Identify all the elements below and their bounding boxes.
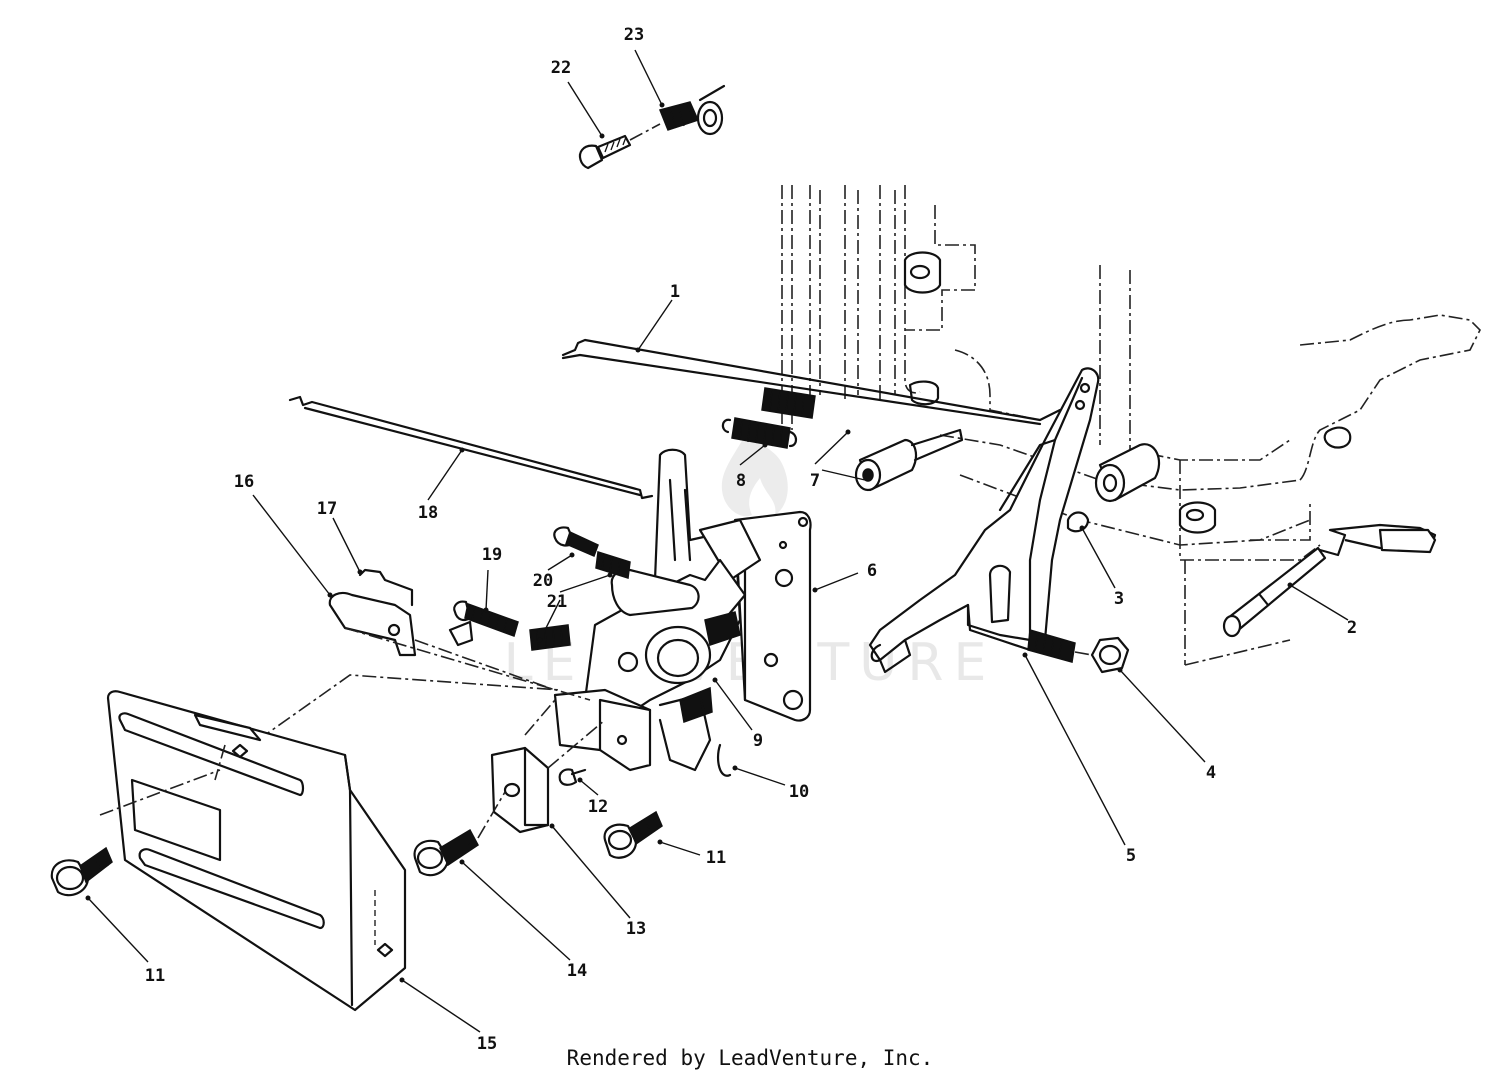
callout-10: 10 xyxy=(789,782,809,802)
callout-16: 16 xyxy=(234,472,254,492)
callout-17: 17 xyxy=(317,499,337,519)
callout-15: 15 xyxy=(477,1034,497,1054)
callout-7: 7 xyxy=(810,471,820,491)
part-4-nut xyxy=(1074,636,1130,674)
callout-1: 1 xyxy=(670,282,680,302)
callout-2: 2 xyxy=(1347,618,1357,638)
control-assembly xyxy=(257,448,762,777)
leader-lines xyxy=(85,49,1349,1033)
callout-11-left: 11 xyxy=(145,966,165,986)
callout-9: 9 xyxy=(753,731,763,751)
part-11-bolt-left xyxy=(50,846,113,897)
part-11-bolt-right xyxy=(603,810,663,859)
callout-5: 5 xyxy=(1126,846,1136,866)
callout-18: 18 xyxy=(418,503,438,523)
callout-3: 3 xyxy=(1114,589,1124,609)
callout-8: 8 xyxy=(736,471,746,491)
callout-14: 14 xyxy=(567,961,587,981)
callout-22: 22 xyxy=(551,58,571,78)
part-15-cover-plate xyxy=(99,690,407,1012)
part-7-bushing xyxy=(854,428,964,492)
callout-20: 20 xyxy=(533,571,553,591)
part-13-clamp xyxy=(490,719,606,834)
callout-19: 19 xyxy=(482,545,502,565)
part-3-washer xyxy=(1066,443,1161,533)
callout-23: 23 xyxy=(624,25,644,45)
part-8-spring xyxy=(721,417,798,449)
part-18-throttle-rod xyxy=(288,395,654,500)
callout-12: 12 xyxy=(588,797,608,817)
part-23-spring xyxy=(658,84,726,136)
footer-credit: Rendered by LeadVenture, Inc. xyxy=(566,1046,934,1070)
engine-block-phantom xyxy=(781,185,1481,666)
part-22-screw xyxy=(578,123,661,170)
part-14-bolt xyxy=(413,791,506,877)
callout-21: 21 xyxy=(547,592,567,612)
callout-13: 13 xyxy=(626,919,646,939)
callouts: 1 2 3 4 5 6 7 8 9 10 11 11 12 13 14 15 1… xyxy=(145,25,1357,1054)
part-1-governor-rod xyxy=(561,338,1062,426)
callout-11-right: 11 xyxy=(706,848,726,868)
part-2-shaft xyxy=(1222,523,1437,638)
part-5-lever xyxy=(868,367,1100,674)
callout-4: 4 xyxy=(1206,763,1216,783)
callout-6: 6 xyxy=(867,561,877,581)
part-12-screw xyxy=(558,768,587,786)
